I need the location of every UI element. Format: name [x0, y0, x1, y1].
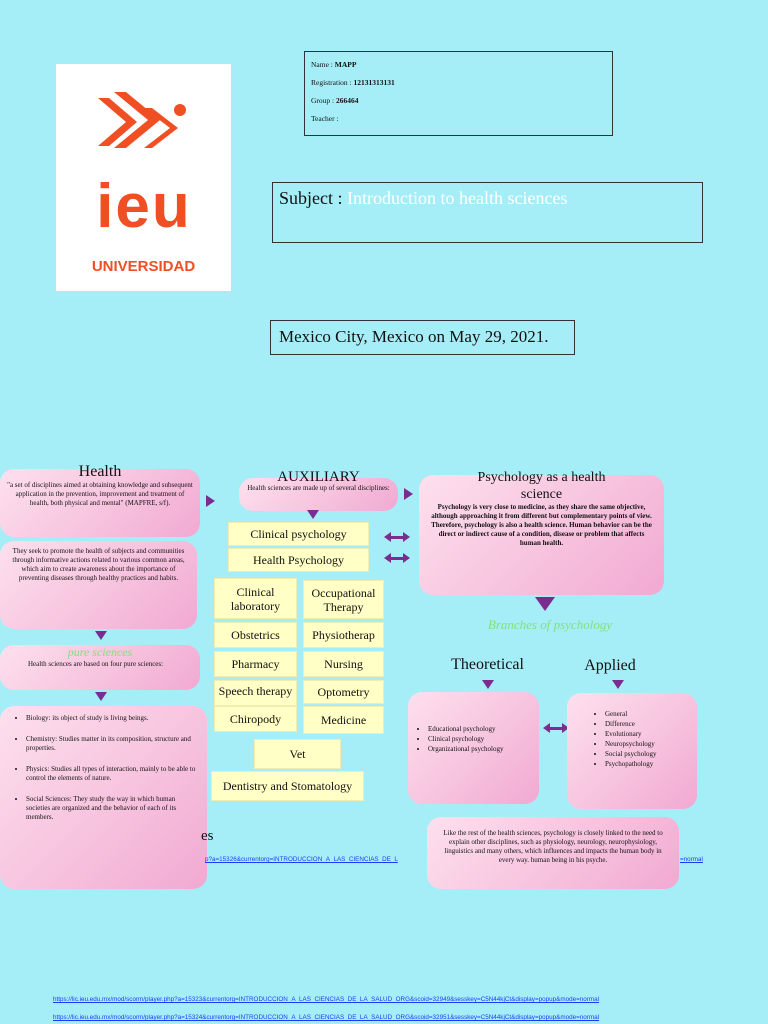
pure-sciences-box: pure sciences Health sciences are based …	[0, 645, 200, 690]
applied-item: Evolutionary	[605, 729, 691, 739]
arrow-down-icon	[95, 692, 107, 701]
discipline-physiotherapy: Physiotherap	[303, 622, 384, 648]
health-purpose-box: They seek to promote the health of subje…	[0, 541, 197, 629]
theoretical-item: Organizational psychology	[428, 744, 533, 754]
applied-item: Difference	[605, 719, 691, 729]
hidden-heading-fragment: es	[201, 828, 214, 844]
info-group: Group : 266464	[311, 96, 359, 105]
subject-box: Subject : Introduction to health science…	[272, 182, 703, 243]
applied-item: Neuropsychology	[605, 739, 691, 749]
applied-item: Psychopathology	[605, 759, 691, 769]
reference-link-fragment[interactable]: =normal	[680, 856, 703, 863]
student-info-box: Name : MAPP Registration : 12131313131 G…	[304, 51, 613, 136]
discipline-vet: Vet	[254, 739, 341, 769]
applied-box: General Difference Evolutionary Neuropsy…	[567, 693, 697, 809]
info-name: Name : MAPP	[311, 60, 357, 69]
applied-item: Social psychology	[605, 749, 691, 759]
info-registration: Registration : 12131313131	[311, 78, 395, 87]
psychology-text: Psychology is very close to medicine, as…	[431, 503, 652, 547]
reference-link[interactable]: https://lic.ieu.edu.mx/mod/scorm/player.…	[53, 1014, 600, 1021]
theoretical-title: Theoretical	[451, 656, 524, 673]
health-purpose: They seek to promote the health of subje…	[12, 547, 185, 582]
theoretical-box: Educational psychology Clinical psycholo…	[408, 692, 539, 804]
arrow-down-icon	[307, 510, 319, 519]
discipline-occupational-therapy: Occupational Therapy	[303, 580, 384, 619]
discipline-speech: Speech therapy	[214, 680, 297, 706]
branches-title: Branches of psychology	[487, 617, 613, 632]
theoretical-item: Clinical psychology	[428, 734, 533, 744]
pure-science-item: Biology: its object of study is living b…	[26, 714, 197, 723]
arrow-right-icon	[206, 495, 215, 507]
psychology-title: Psychology as a health science	[477, 470, 606, 502]
reference-link[interactable]: https://lic.ieu.edu.mx/mod/scorm/player.…	[53, 996, 600, 1003]
arrow-right-icon	[404, 488, 413, 500]
psychology-box: Psychology as a health science Psycholog…	[419, 470, 664, 595]
double-arrow-icon	[384, 553, 410, 563]
auxiliary-box: AUXILIARY Health sciences are made up of…	[239, 469, 398, 511]
discipline-clinical-laboratory: Clinical laboratory	[214, 578, 297, 619]
discipline-pharmacy: Pharmacy	[214, 651, 297, 677]
discipline-medicine: Medicine	[303, 706, 384, 734]
pure-science-item: Chemistry: Studies matter in its composi…	[26, 735, 197, 753]
discipline-clinical-psychology: Clinical psychology	[228, 522, 369, 546]
health-definition: "a set of disciplines aimed at obtaining…	[7, 481, 193, 507]
place-date: Mexico City, Mexico on May 29, 2021.	[270, 320, 575, 355]
arrow-down-icon	[535, 597, 555, 611]
double-arrow-icon	[384, 532, 410, 542]
reference-link-fragment[interactable]: p?a=15326&currentorg=INTRODUCCIÓN_A_LAS_…	[205, 856, 398, 863]
discipline-nursing: Nursing	[303, 651, 384, 677]
subject-value: Introduction to health sciences	[347, 188, 568, 208]
discipline-optometry: Optometry	[303, 680, 384, 704]
pure-sciences-text: Health sciences are based on four pure s…	[28, 660, 164, 668]
discipline-dentistry: Dentistry and Stomatology	[211, 771, 364, 801]
psychology-closing-box: Like the rest of the health sciences, ps…	[427, 817, 679, 889]
theoretical-item: Educational psychology	[428, 724, 533, 734]
arrow-down-icon	[482, 680, 494, 689]
ieu-logo: ieu UNIVERSIDAD	[56, 64, 231, 291]
pure-sciences-title: pure sciences	[67, 645, 133, 659]
discipline-health-psychology: Health Psychology	[228, 548, 369, 572]
applied-item: General	[605, 709, 691, 719]
pure-science-item: Physics: Studies all types of interactio…	[26, 765, 197, 783]
subject-label: Subject :	[279, 188, 343, 208]
ieu-chevron-icon	[98, 92, 186, 148]
health-definition-box: Health "a set of disciplines aimed at ob…	[0, 463, 200, 537]
arrow-down-icon	[95, 631, 107, 640]
pure-sciences-list-box: Biology: its object of study is living b…	[0, 706, 207, 889]
discipline-obstetrics: Obstetrics	[214, 622, 297, 648]
logo-wordmark: ieu	[96, 172, 192, 241]
psychology-closing: Like the rest of the health sciences, ps…	[443, 829, 663, 864]
info-teacher: Teacher :	[311, 114, 339, 123]
logo-universidad: UNIVERSIDAD	[91, 258, 196, 275]
applied-title: Applied	[584, 657, 636, 674]
discipline-chiropody: Chiropody	[214, 706, 297, 732]
arrow-down-icon	[612, 680, 624, 689]
auxiliary-title: AUXILIARY	[277, 469, 360, 485]
auxiliary-subtitle: Health sciences are made up of several d…	[247, 484, 390, 492]
health-title: Health	[78, 463, 122, 480]
pure-science-item: Social Sciences: They study the way in w…	[26, 795, 197, 822]
double-arrow-icon	[543, 723, 569, 733]
